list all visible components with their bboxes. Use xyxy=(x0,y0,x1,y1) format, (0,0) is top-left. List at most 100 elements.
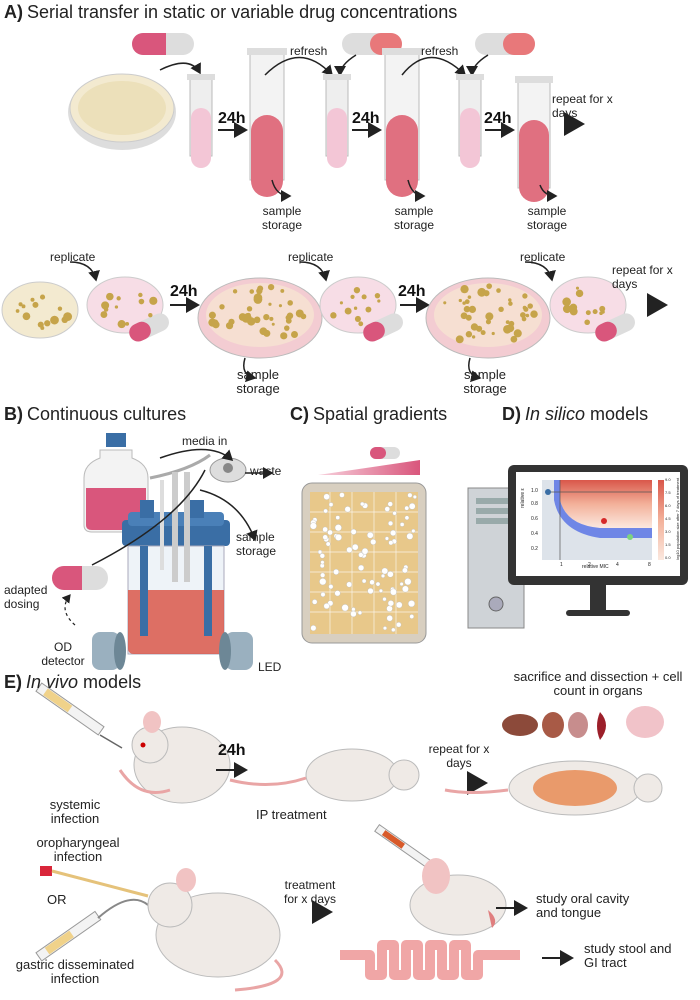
colony-dot xyxy=(339,301,343,305)
plot-xtick-1: 1 xyxy=(560,562,563,568)
colony-dot xyxy=(319,553,325,559)
colony-dot xyxy=(569,303,578,312)
colony-dot xyxy=(323,508,328,514)
panel-a-letter: A) xyxy=(4,2,23,22)
colony-dot xyxy=(361,578,367,584)
pump xyxy=(209,457,247,483)
colony-dot xyxy=(387,501,393,507)
colony-dot xyxy=(322,526,328,533)
colony-dot xyxy=(346,546,353,553)
plot-ylabel: relative ε xyxy=(520,488,526,508)
colony-dot xyxy=(333,568,340,575)
colony-dot xyxy=(390,529,397,537)
colony-dot xyxy=(388,520,394,526)
step-24h-a2: 24h xyxy=(352,110,380,127)
colony-dot xyxy=(357,564,365,571)
plot-ytick-3: 0.6 xyxy=(531,516,538,522)
plot-xtick-2: 2 xyxy=(588,562,591,568)
colony-dot xyxy=(468,305,477,314)
colony-dot xyxy=(341,604,349,612)
colony-dot xyxy=(527,303,533,309)
sacrifice-label: sacrifice and dissection + cell count in… xyxy=(513,669,683,698)
colony-dot xyxy=(263,314,270,321)
colony-dot xyxy=(404,515,410,521)
sample-storage-a3: sample storage xyxy=(526,204,568,232)
oropharyngeal-label: oropharyngeal infection xyxy=(36,835,120,864)
mouse-large xyxy=(147,868,284,992)
panel-d-graphics xyxy=(467,465,688,629)
od-detector xyxy=(92,632,126,670)
colony-dot xyxy=(471,335,476,339)
led-device xyxy=(219,632,253,670)
replicate-label-1: replicate xyxy=(50,250,96,264)
colony-dot xyxy=(309,522,317,530)
step-24h-a1: 24h xyxy=(218,110,246,127)
colony-dot xyxy=(508,298,512,302)
colony-dot xyxy=(392,511,397,516)
colorbar-label: log10 population size after 7 days of tr… xyxy=(675,477,680,560)
tube-6 xyxy=(515,76,553,202)
colony-dot xyxy=(57,306,63,311)
panel-a-row1-graphics xyxy=(68,33,585,202)
colony-dot xyxy=(212,321,220,329)
colony-dot xyxy=(378,588,383,593)
colony-dot xyxy=(395,601,403,609)
colony-dot xyxy=(100,311,108,318)
capsule-row2-3 xyxy=(595,313,635,342)
sample-storage-b2: sample storage xyxy=(463,367,507,396)
colony-dot xyxy=(390,588,397,596)
colony-dot xyxy=(320,560,325,565)
colony-dot xyxy=(465,331,473,338)
colony-dot xyxy=(44,320,51,327)
colony-dot xyxy=(377,299,381,303)
colony-dot xyxy=(485,319,492,325)
colony-dot xyxy=(491,331,495,336)
colony-dot xyxy=(138,298,145,305)
cb-tick-5: 3.0 xyxy=(665,529,671,534)
colony-dot xyxy=(404,505,410,511)
capsule-3 xyxy=(475,33,535,55)
colony-dot xyxy=(375,581,381,587)
colony-dot xyxy=(381,567,389,575)
plot-xlabel: relative MIC xyxy=(582,564,609,570)
colony-dot xyxy=(101,301,110,310)
treatment-label: treatment for x days xyxy=(283,878,337,906)
colony-dot xyxy=(267,283,275,291)
colony-dot xyxy=(387,571,394,578)
panel-b-title: B)Continuous cultures xyxy=(4,404,186,425)
dissected-mouse xyxy=(444,760,663,816)
colony-dot xyxy=(284,325,290,331)
study-stool-label: study stool and GI tract xyxy=(584,941,672,970)
panel-e-letter: E) xyxy=(4,672,22,692)
colony-dot xyxy=(103,307,109,312)
colony-dot xyxy=(480,330,486,336)
colony-dot xyxy=(320,592,326,597)
organs xyxy=(502,706,664,740)
panel-b-letter: B) xyxy=(4,404,23,424)
replicate-label-2: replicate xyxy=(288,250,334,264)
plot-ytick-4: 0.4 xyxy=(531,531,538,537)
colony-dot xyxy=(148,312,153,318)
colony-dot xyxy=(334,590,341,597)
colony-dot xyxy=(510,335,518,343)
colony-dot xyxy=(106,292,114,301)
colony-dot xyxy=(149,296,158,305)
colony-dot xyxy=(412,494,417,499)
colony-dot xyxy=(382,626,387,631)
panel-a-title-text: Serial transfer in static or variable dr… xyxy=(27,2,458,22)
colony-dot xyxy=(503,325,512,334)
colony-dot xyxy=(411,528,416,534)
colony-dot xyxy=(63,312,73,322)
gavage-syringe xyxy=(35,898,149,962)
tube-5 xyxy=(456,74,484,168)
colony-dot xyxy=(384,506,390,512)
colony-dot xyxy=(460,312,468,320)
colony-dot xyxy=(498,306,504,313)
study-oral-label: study oral cavity and tongue xyxy=(536,891,630,920)
cb-tick-6: 1.5 xyxy=(665,542,671,547)
colony-dot xyxy=(310,625,317,632)
colony-dot xyxy=(278,304,283,308)
colony-dot xyxy=(268,302,272,306)
colony-dot xyxy=(592,309,598,315)
